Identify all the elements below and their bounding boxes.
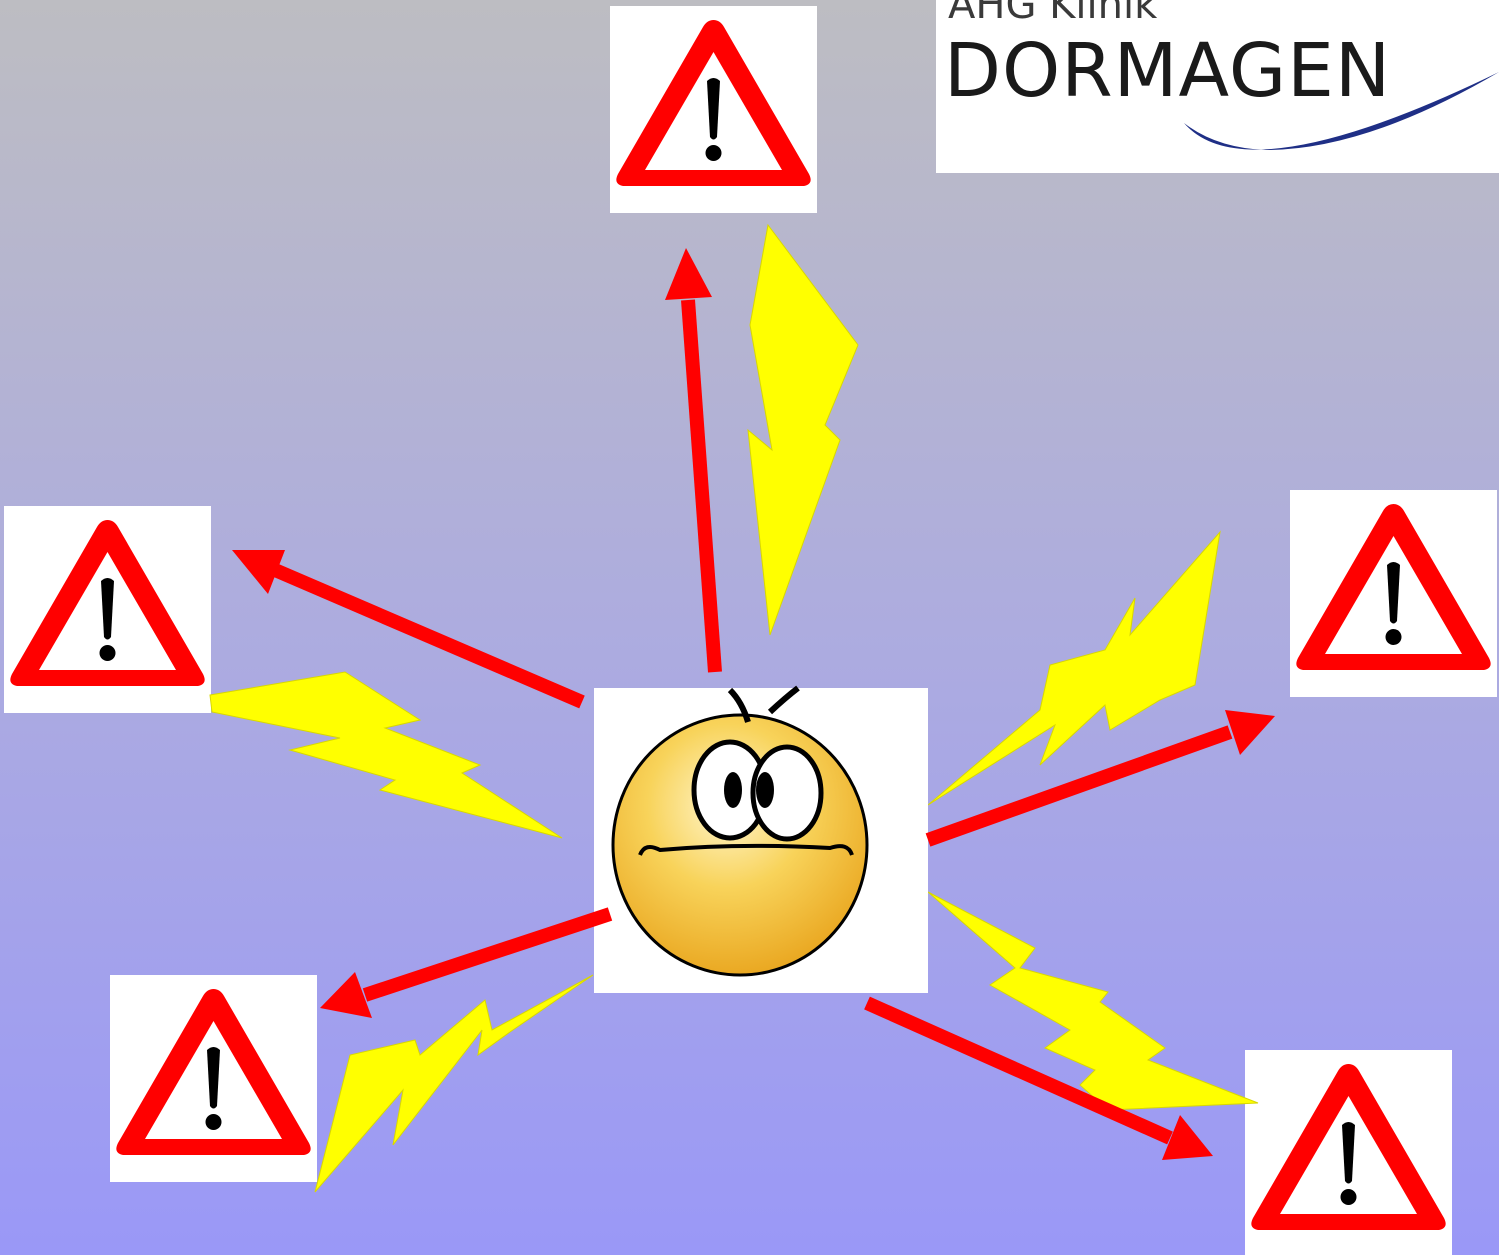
warning-sign-icon-left [4, 506, 211, 713]
angry-face-icon [594, 685, 928, 993]
warning-sign-icon-bottom-left [110, 975, 317, 1182]
warning-sign-icon-top [610, 6, 817, 213]
clinic-logo: AHG Klinik DORMAGEN [936, 0, 1499, 173]
logo-line2: DORMAGEN [944, 28, 1392, 114]
arrow-icon-top [665, 248, 722, 673]
arrow-icon-left [232, 550, 585, 709]
lightning-bolt-icon-top [747, 223, 859, 636]
logo-line1: AHG Klinik [948, 0, 1158, 28]
lightning-bolt-icon-bottom-right [927, 891, 1259, 1111]
warning-sign-icon-right [1290, 490, 1497, 697]
lightning-bolt-icon-left [209, 671, 563, 839]
logo-swoosh-icon [1184, 72, 1499, 150]
lightning-bolt-icon-bottom-left [314, 974, 594, 1193]
arrow-icon-bottom-right [864, 996, 1213, 1160]
arrow-icon-right [925, 710, 1275, 847]
lightning-bolt-icon-right [927, 530, 1221, 806]
arrow-icon-bottom-left [320, 907, 613, 1018]
warning-sign-icon-bottom-right [1245, 1050, 1452, 1255]
